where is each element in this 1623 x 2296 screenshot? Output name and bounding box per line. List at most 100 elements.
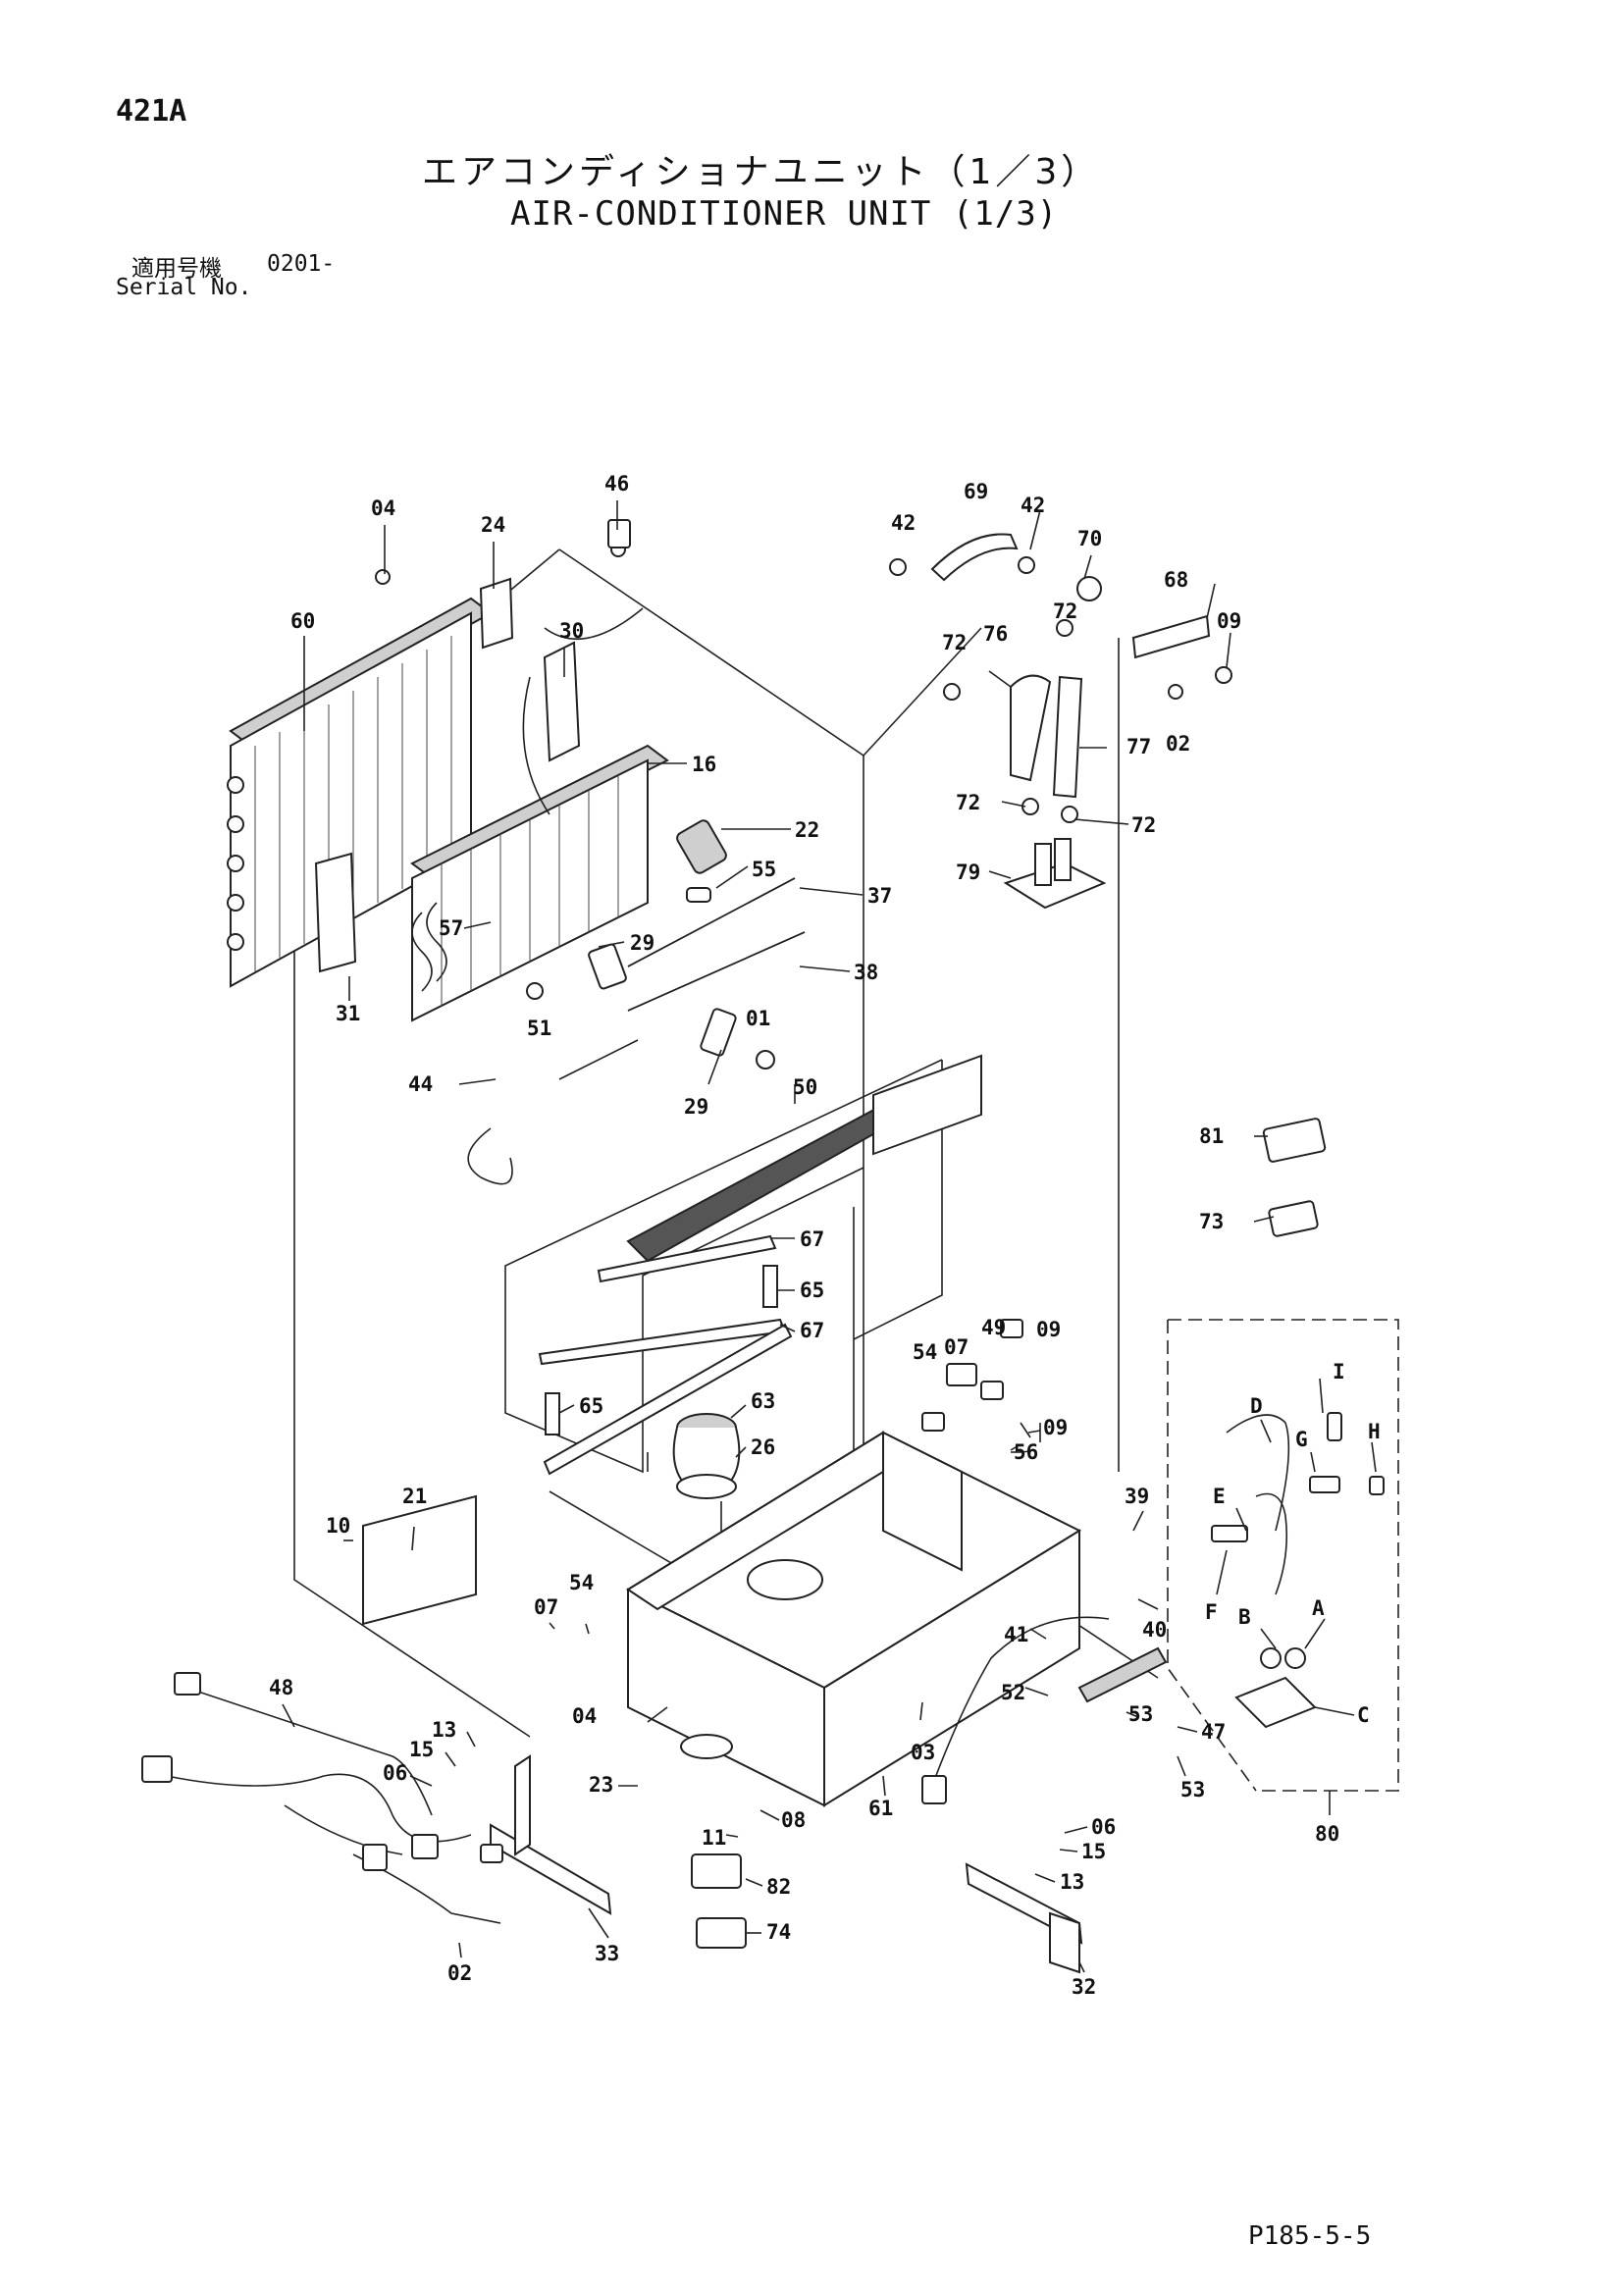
- callout-02-top: 02: [1166, 732, 1190, 756]
- callout-44: 44: [408, 1072, 433, 1096]
- callout-69: 69: [964, 480, 988, 503]
- callout-65-upper: 65: [800, 1278, 824, 1302]
- bracket-32-tab: [1049, 1911, 1080, 1974]
- page-reference: P185-5-5: [1248, 2221, 1372, 2251]
- kit-letter-C: C: [1357, 1703, 1370, 1727]
- callout-33: 33: [595, 1942, 619, 1965]
- resistor-73: [1268, 1200, 1319, 1237]
- seal-strip-67a: [597, 1234, 777, 1283]
- wire-harness-48: [141, 1672, 503, 1924]
- bracket-68: [1131, 614, 1211, 659]
- housing-case: [625, 1054, 1082, 1807]
- kit-80-boundary: [1167, 1319, 1399, 1815]
- callout-13-left: 13: [432, 1718, 456, 1742]
- callout-29-upper: 29: [630, 931, 654, 955]
- callout-63: 63: [751, 1389, 775, 1413]
- callout-02-lower: 02: [447, 1961, 472, 1985]
- callout-38: 38: [854, 961, 878, 984]
- callout-79: 79: [956, 861, 980, 884]
- callout-74: 74: [766, 1920, 791, 1944]
- wire-harness-47: [921, 1616, 1168, 1804]
- callout-81: 81: [1199, 1124, 1224, 1148]
- callout-52: 52: [1001, 1681, 1025, 1704]
- callout-11: 11: [702, 1826, 726, 1850]
- callout-55: 55: [752, 858, 776, 881]
- seal-block-65a: [762, 1265, 778, 1308]
- kit-letter-E: E: [1213, 1485, 1226, 1508]
- callout-09-lower: 09: [1043, 1416, 1068, 1439]
- callout-76: 76: [983, 622, 1008, 646]
- callout-77: 77: [1126, 735, 1151, 758]
- refrigerant-hoses: [467, 533, 1083, 1185]
- callout-72-mid-right: 72: [1131, 813, 1156, 837]
- callout-09-top: 09: [1217, 609, 1241, 633]
- callout-10: 10: [326, 1514, 350, 1538]
- callout-80: 80: [1315, 1822, 1339, 1846]
- callout-70: 70: [1077, 527, 1102, 550]
- serial-label-english: Serial No.: [116, 275, 252, 300]
- callout-31: 31: [336, 1002, 360, 1025]
- kit-letter-F: F: [1205, 1600, 1218, 1624]
- callout-65-lower: 65: [579, 1394, 603, 1418]
- bracket-31: [314, 852, 357, 973]
- relay-74: [696, 1917, 747, 1949]
- serial-label-japanese: 適用号機: [131, 256, 222, 282]
- callout-16: 16: [692, 753, 716, 776]
- callout-54-left: 54: [569, 1571, 594, 1594]
- callout-72-mid-left: 72: [956, 791, 980, 814]
- callout-50: 50: [793, 1075, 817, 1099]
- callout-leaders: [282, 500, 1377, 1973]
- kit-letter-A: A: [1312, 1596, 1325, 1620]
- callout-01: 01: [746, 1007, 770, 1030]
- callout-21: 21: [402, 1485, 427, 1508]
- callout-82: 82: [766, 1875, 791, 1899]
- callout-13-right: 13: [1060, 1870, 1084, 1894]
- callout-06-right: 06: [1091, 1815, 1116, 1839]
- title-japanese: エアコンディショナユニット（1／3）: [422, 152, 1101, 192]
- callout-67-upper: 67: [800, 1227, 824, 1251]
- callout-04: 04: [371, 496, 395, 520]
- kit-letter-D: D: [1250, 1394, 1263, 1418]
- callout-48: 48: [269, 1676, 293, 1699]
- callout-37: 37: [867, 884, 892, 908]
- callout-73: 73: [1199, 1210, 1224, 1233]
- callout-30: 30: [559, 619, 584, 643]
- bracket-33: [490, 1823, 612, 1915]
- callout-09-mid: 09: [1036, 1318, 1061, 1341]
- callout-07-left: 07: [534, 1595, 558, 1619]
- callout-72-left: 72: [942, 631, 967, 654]
- kit-letter-I: I: [1333, 1360, 1345, 1383]
- seal-block-65b: [545, 1392, 560, 1435]
- callout-23: 23: [589, 1773, 613, 1797]
- page-code: 421A: [116, 94, 187, 129]
- bracket-33-side: [514, 1754, 531, 1856]
- callout-04-lower: 04: [572, 1704, 597, 1728]
- callout-60: 60: [290, 609, 315, 633]
- callout-40: 40: [1142, 1618, 1167, 1642]
- callout-41: 41: [1004, 1623, 1028, 1646]
- callout-56: 56: [1014, 1440, 1038, 1464]
- callout-57: 57: [439, 916, 463, 940]
- callout-15-right: 15: [1081, 1840, 1106, 1863]
- kit-letter-B: B: [1238, 1605, 1251, 1629]
- bracket-24: [479, 577, 514, 650]
- callout-68: 68: [1164, 568, 1188, 592]
- valve-port: [1054, 838, 1072, 881]
- evaporator-coil: [410, 744, 669, 1022]
- callout-26: 26: [751, 1435, 775, 1459]
- relay-82: [691, 1853, 742, 1889]
- callout-08: 08: [781, 1808, 806, 1832]
- callout-07-right: 07: [944, 1335, 969, 1359]
- callout-51: 51: [527, 1017, 551, 1040]
- callout-24: 24: [481, 513, 505, 537]
- serial-number-value: 0201-: [267, 251, 336, 277]
- callout-29-lower: 29: [684, 1095, 708, 1119]
- cover-plate-21: [362, 1494, 477, 1626]
- callout-61: 61: [868, 1797, 893, 1820]
- bracket-30: [543, 641, 581, 762]
- kit-letter-G: G: [1295, 1428, 1308, 1451]
- seal-strip-long: [543, 1323, 793, 1476]
- callout-53-left: 53: [1128, 1702, 1153, 1726]
- callout-03: 03: [911, 1741, 935, 1764]
